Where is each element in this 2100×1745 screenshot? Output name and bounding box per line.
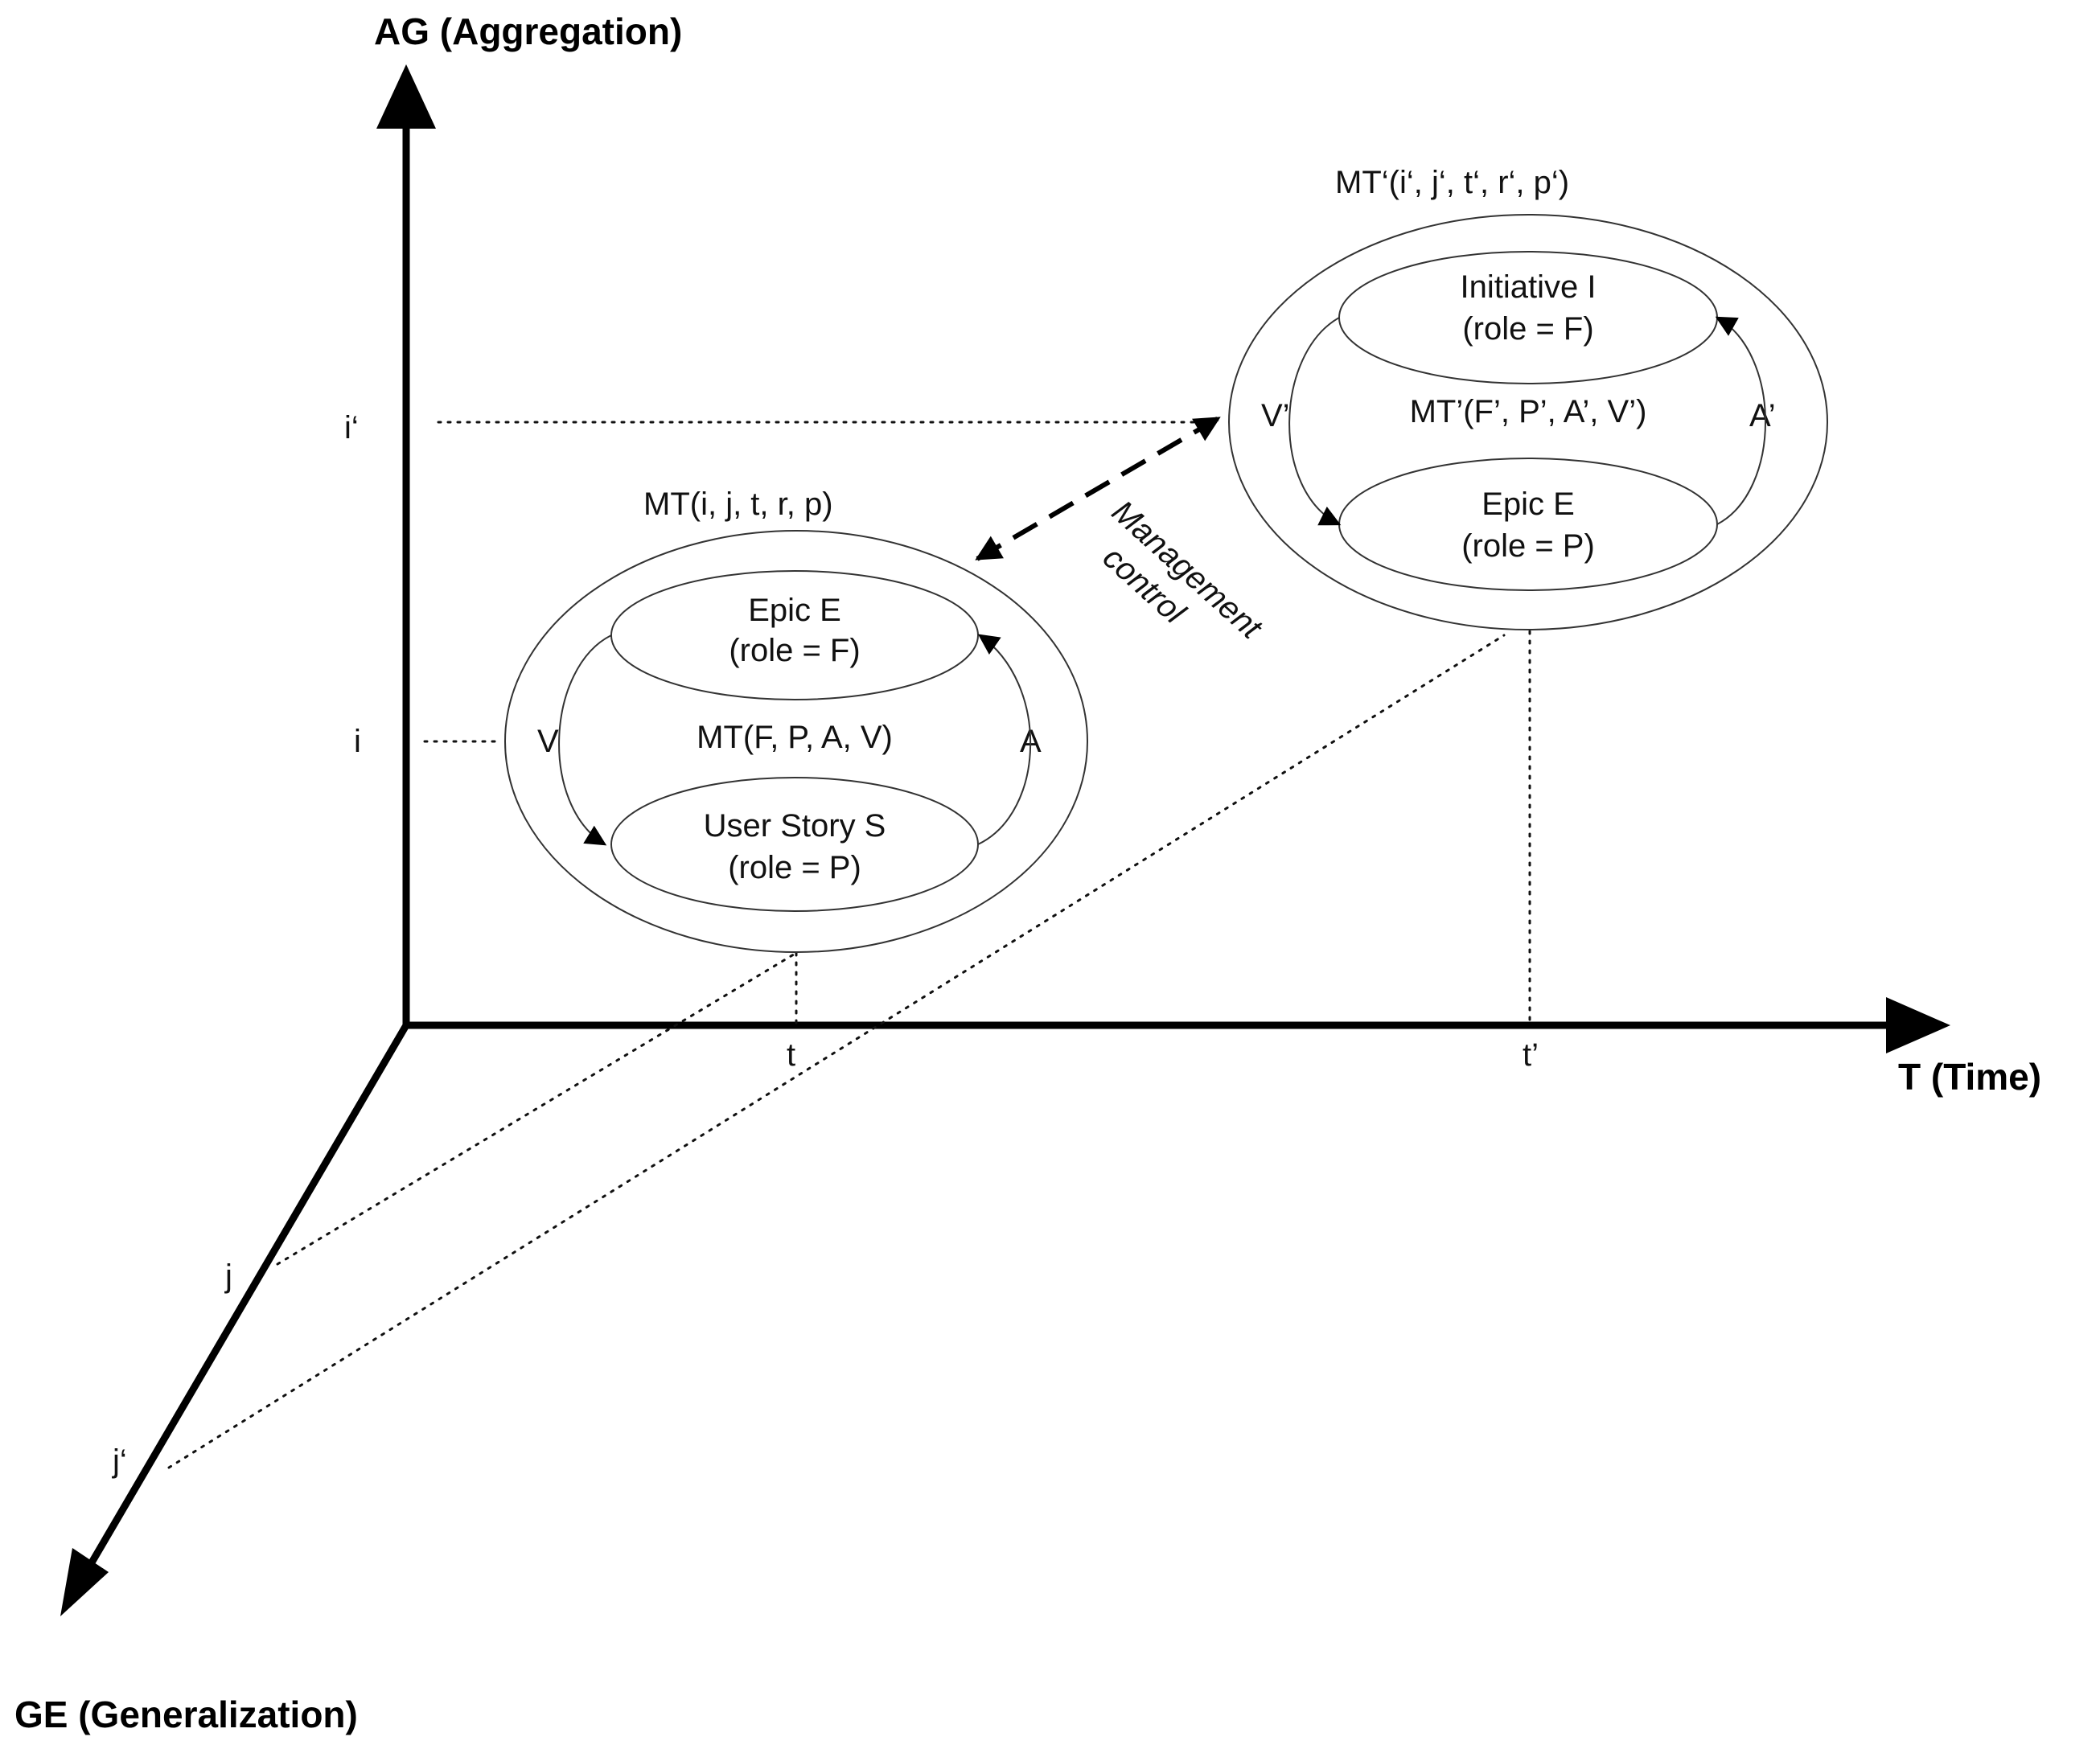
projection-lines	[167, 421, 1531, 1469]
mt-upper-title: MT‘(i‘, j‘, t‘, r‘, p‘)	[1335, 165, 1569, 200]
tick-i-prime: i‘	[344, 410, 359, 445]
mt-upper-top-node-line1: Initiative I	[1461, 269, 1597, 305]
mt-lower-top-node-line1: Epic E	[748, 593, 841, 628]
mt-upper-right-arrow	[1715, 316, 1766, 525]
mt-upper-bottom-node	[1338, 458, 1718, 591]
generalization-axis-title: GE (Generalization)	[14, 1694, 358, 1735]
aggregation-axis-arrowhead	[376, 64, 436, 129]
generalization-axis-arrowhead	[60, 1548, 109, 1616]
mt-lower-group: MT(i, j, t, r, p) Epic E (role = F) User…	[504, 487, 1088, 953]
aggregation-axis-title: AG (Aggregation)	[374, 10, 682, 52]
time-axis-title: T (Time)	[1898, 1056, 2041, 1098]
management-control-connector: Management control	[975, 416, 1269, 647]
tick-j-prime: j‘	[112, 1443, 127, 1479]
mt-lower-bottom-node	[610, 777, 979, 912]
mt-upper-group: MT‘(i‘, j‘, t‘, r‘, p‘) Initiative I (ro…	[1228, 165, 1828, 630]
mt-upper-right-arrow-label: A’	[1749, 398, 1776, 433]
mt-upper-bottom-node-line1: Epic E	[1482, 487, 1575, 522]
mt-upper-top-node-line2: (role = F)	[1462, 311, 1593, 347]
mt-upper-outer-ellipse	[1228, 214, 1828, 630]
tick-i: i	[354, 724, 361, 759]
mt-upper-bottom-node-line2: (role = P)	[1461, 528, 1595, 564]
mt-lower-center-label: MT(F, P, A, V)	[697, 720, 893, 755]
projection-j-prime	[167, 634, 1506, 1469]
mt-upper-left-arrow-label: V’	[1261, 398, 1290, 433]
management-control-arrow	[975, 416, 1221, 561]
time-axis-arrowhead	[1886, 997, 1950, 1053]
mt-lower-bottom-node-line2: (role = P)	[728, 850, 861, 885]
mt-lower-bottom-node-line1: User Story S	[704, 808, 886, 844]
mt-lower-left-arrow-label: V	[537, 724, 559, 759]
axes	[60, 64, 1950, 1616]
mt-lower-title: MT(i, j, t, r, p)	[643, 487, 833, 522]
mt-upper-left-arrow	[1288, 317, 1342, 526]
mt-lower-left-arrow	[558, 634, 612, 846]
mt-lower-right-arrow	[977, 634, 1032, 845]
projection-j	[276, 951, 798, 1266]
mt-upper-center-label: MT’(F’, P’, A’, V’)	[1410, 394, 1647, 429]
mt-lower-outer-ellipse	[504, 530, 1088, 953]
generalization-axis-line	[85, 1023, 409, 1570]
tick-j: j	[224, 1258, 232, 1294]
tick-t: t	[787, 1037, 795, 1073]
tick-t-prime: t’	[1523, 1037, 1539, 1073]
mt-lower-top-node-line2: (role = F)	[729, 633, 860, 668]
